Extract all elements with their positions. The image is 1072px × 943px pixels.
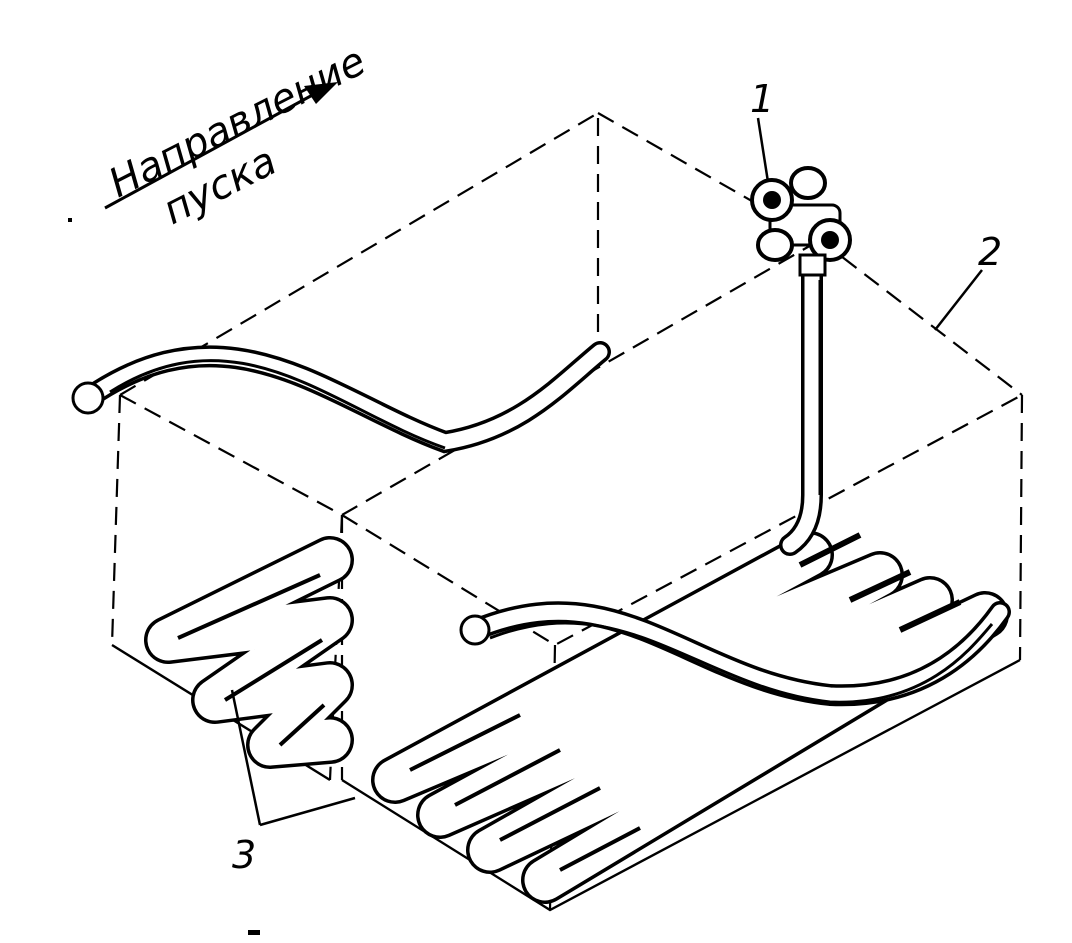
direction-arrow-shaft	[104, 90, 319, 210]
lower-hose	[459, 601, 1011, 707]
leader-3b	[259, 796, 356, 827]
launch-direction: Направление пуска	[102, 38, 373, 234]
valve-knob-bottom	[756, 228, 794, 262]
scan-speck-2	[68, 218, 72, 222]
riser-pipe	[779, 259, 823, 556]
hose-end-left	[71, 381, 105, 415]
hose-end-right	[459, 614, 491, 646]
valve-knob-top	[789, 166, 827, 200]
left-hose-coil	[144, 536, 354, 769]
label-1: 1	[750, 77, 774, 121]
direction-arrow-head	[304, 82, 338, 104]
right-hose-coil	[371, 531, 1009, 904]
valve-assembly	[750, 166, 852, 277]
upper-hose	[71, 341, 611, 454]
leader-1	[756, 117, 770, 183]
label-3: 3	[232, 833, 256, 877]
scan-speck	[248, 930, 260, 935]
label-2: 2	[978, 230, 1002, 274]
leader-3a	[230, 689, 262, 826]
leader-2	[934, 269, 983, 331]
